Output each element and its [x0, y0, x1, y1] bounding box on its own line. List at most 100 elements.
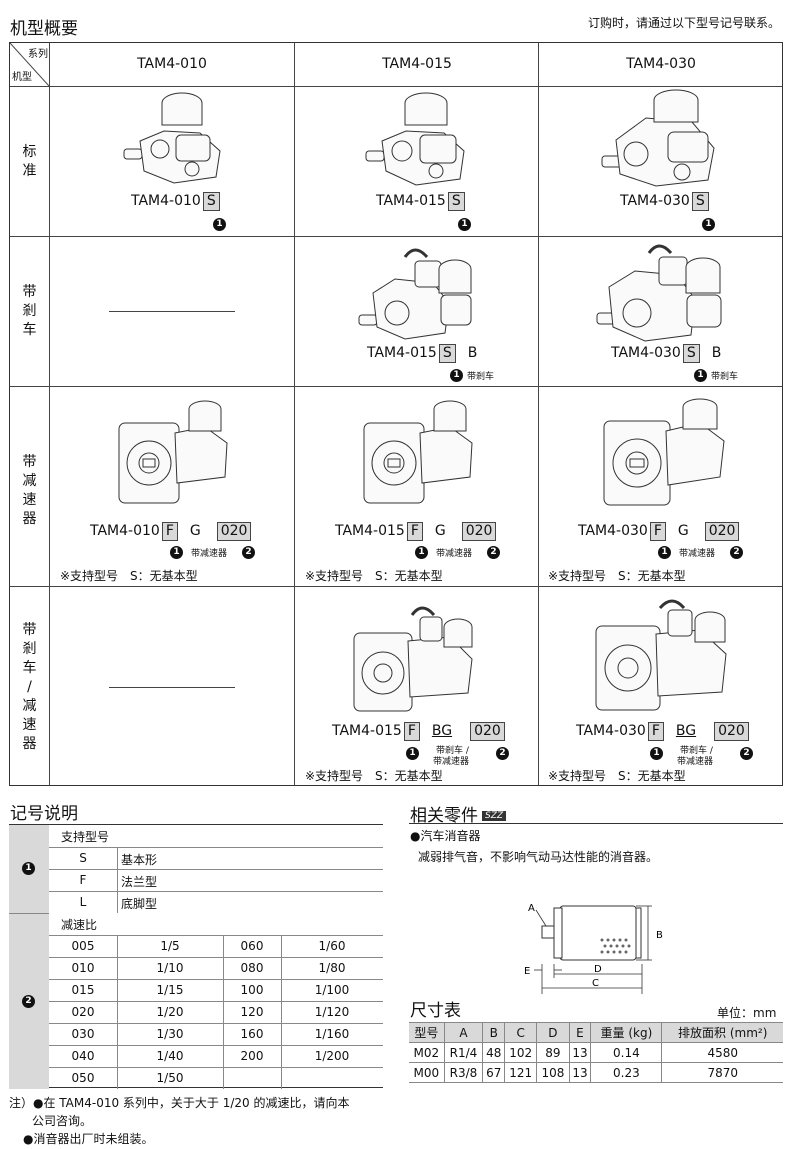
motor-illustration — [595, 599, 727, 711]
dimension-header: 重量 (kg) — [590, 1022, 663, 1043]
motor-illustration — [596, 244, 722, 342]
brake-gear-label-2: 带减速器 — [433, 757, 470, 767]
table-cell: 67 — [482, 1062, 506, 1083]
legend-marker-2: 2 — [22, 995, 35, 1008]
support-note: ※支持型号 S：无基本型 — [60, 569, 198, 583]
motor-illustration — [358, 248, 472, 340]
support-note: ※支持型号 S：无基本型 — [548, 569, 686, 583]
motor-illustration — [363, 400, 473, 504]
gear-code: G — [189, 523, 201, 539]
dimension-header: B — [482, 1022, 506, 1043]
model-overview-grid: 系列 机型 TAM4-010 TAM4-015 TAM4-030 标准 带剎车 … — [9, 42, 783, 786]
gear-code-label: 带减速器 — [679, 549, 716, 559]
legend-marker-2: 2 — [242, 546, 255, 559]
suffix-box: F — [406, 522, 423, 541]
column-header-tam4-010: TAM4-010 — [137, 56, 207, 72]
related-divider — [409, 823, 783, 824]
legend-marker-1: 1 — [458, 218, 471, 231]
legend-type-code: F — [79, 873, 87, 887]
row-label-char: 减 — [22, 473, 37, 489]
legend-ratio-code: 080 — [240, 961, 264, 975]
ratio-box: 020 — [714, 722, 749, 741]
column-header-tam4-030: TAM4-030 — [626, 56, 696, 72]
legend-ratio-value: 1/15 — [156, 983, 184, 997]
gear-code-label: 带减速器 — [191, 549, 228, 559]
silencer-diagram: A B C D E — [524, 903, 663, 994]
row-label-char: 剎 — [22, 303, 37, 319]
legend-marker-1: 1 — [406, 747, 419, 760]
legend-marker-1: 1 — [170, 546, 183, 559]
row-label-char: 器 — [22, 736, 37, 752]
legend-ratio-value: 1/120 — [314, 1005, 350, 1019]
legend-type-code: S — [79, 851, 87, 865]
legend-marker-1: 1 — [213, 218, 226, 231]
row-label-char: 带 — [22, 284, 37, 300]
column-header-tam4-015: TAM4-015 — [382, 56, 452, 72]
table-cell: 0.23 — [590, 1062, 663, 1083]
legend-ratio-value: 1/50 — [156, 1071, 184, 1085]
row-label-brake: 带剎车 — [10, 283, 49, 340]
dimension-table-title: 尺寸表 — [410, 1001, 461, 1021]
row-label-char: 带 — [22, 622, 37, 638]
support-note: ※支持型号 S：无基本型 — [305, 769, 443, 783]
not-available-dash — [109, 311, 235, 312]
table-cell: M02 — [409, 1042, 445, 1063]
diagram-label-b: B — [656, 930, 663, 941]
szz-badge: SZZ — [482, 811, 507, 821]
legend-type-name: 底脚型 — [121, 897, 158, 911]
brake-gear-label-1: 带剎车 / — [680, 746, 713, 756]
legend-marker-1: 1 — [650, 747, 663, 760]
diagram-label-c: C — [592, 978, 599, 989]
brake-gear-label-1: 带剎车 / — [436, 746, 469, 756]
dimension-header: D — [536, 1022, 570, 1043]
legend-heading-supported-types: 支持型号 — [61, 830, 110, 844]
motor-illustration — [353, 606, 473, 712]
suffix-box: S — [202, 192, 220, 211]
dimension-header: A — [443, 1022, 484, 1043]
suffix-box: F — [161, 522, 178, 541]
gear-code-label: 带减速器 — [436, 549, 473, 559]
page-header-title: 机型概要 — [10, 19, 78, 39]
corner-model-label: 机型 — [12, 72, 32, 83]
legend-ratio-code: 020 — [71, 1005, 95, 1019]
footnote-2: ●消音器出厂时未组装。 — [23, 1132, 154, 1146]
row-label-char: 器 — [22, 511, 37, 527]
row-label-char: 速 — [22, 492, 37, 508]
table-cell: 7870 — [661, 1062, 783, 1083]
table-cell: 0.14 — [590, 1042, 663, 1063]
row-label-char: 剎 — [22, 641, 37, 657]
legend-marker-2: 2 — [740, 747, 753, 760]
legend-ratio-code: 015 — [71, 983, 95, 997]
legend-ratio-value: 1/200 — [314, 1049, 350, 1063]
legend-ratio-value: 1/20 — [156, 1005, 184, 1019]
table-cell: 4580 — [661, 1042, 783, 1063]
legend-ratio-value: 1/40 — [156, 1049, 184, 1063]
table-cell: R3/8 — [443, 1062, 484, 1083]
row-label-standard: 标准 — [10, 143, 49, 181]
legend-marker-1: 1 — [694, 369, 707, 382]
row-label-reducer: 带减速器 — [10, 453, 49, 529]
brake-code-label: 带剎车 — [467, 372, 495, 382]
legend-marker-2: 2 — [730, 546, 743, 559]
row-label-char: 带 — [22, 454, 37, 470]
corner-series-label: 系列 — [28, 49, 48, 60]
footnotes: 注）●在 TAM4-010 系列中，关于大于 1/20 的减速比，请向本 公司咨… — [9, 1094, 350, 1148]
ratio-box: 020 — [470, 722, 505, 741]
support-note: ※支持型号 S：无基本型 — [548, 769, 686, 783]
brake-code: B — [711, 345, 722, 361]
brake-code: B — [467, 345, 478, 361]
table-cell: 13 — [568, 1042, 592, 1063]
table-cell: M00 — [409, 1062, 445, 1083]
suffix-box: F — [647, 722, 664, 741]
silencer-pattern — [600, 938, 631, 954]
